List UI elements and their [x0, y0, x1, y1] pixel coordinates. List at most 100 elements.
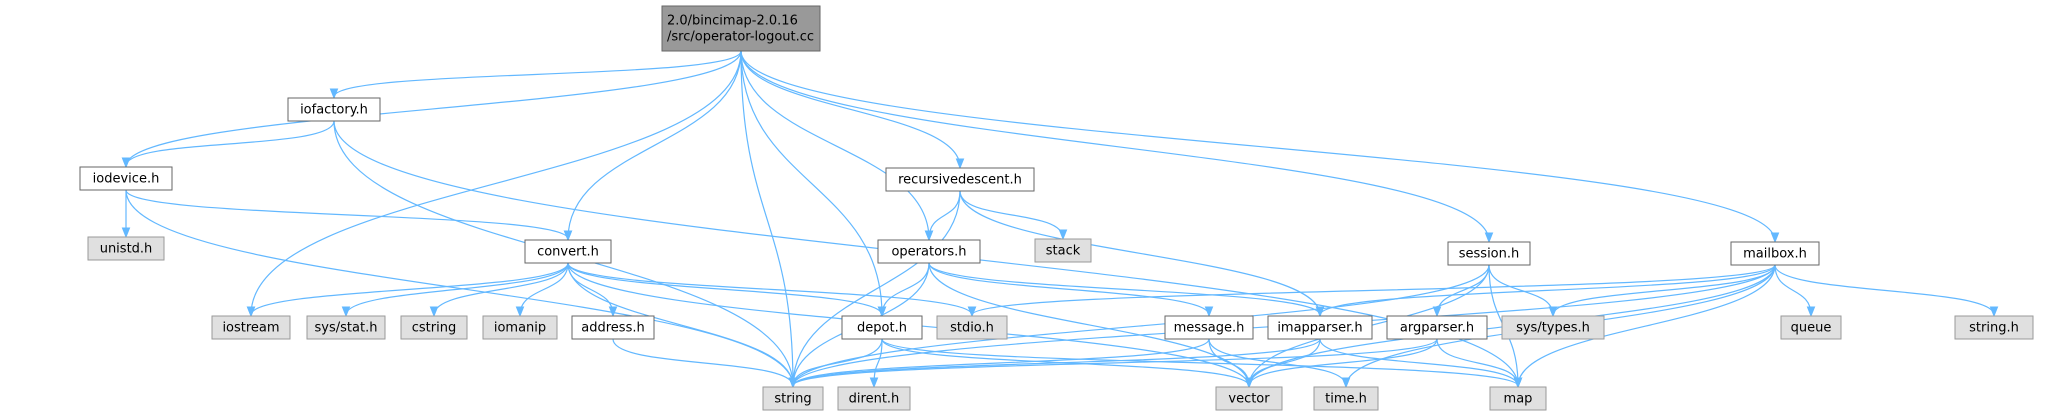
edge-mailbox-to-queue [1774, 264, 1811, 315]
edge-message-to-vector [1208, 338, 1249, 386]
node-box-stdio [936, 315, 1008, 340]
edge-convert-to-iomanip [520, 262, 569, 315]
node-label-string: string [774, 392, 811, 407]
node-box-operators [877, 239, 981, 264]
edge-root-to-iostream [251, 50, 742, 315]
edge-mailbox-to-stdio [972, 264, 1776, 315]
node-box-dirent [837, 386, 911, 411]
node-recursivedescent[interactable]: recursivedescent.h [885, 167, 1035, 192]
node-box-imapparser [1267, 315, 1373, 340]
node-box-argparser [1386, 315, 1488, 340]
node-box-iostream [211, 315, 291, 340]
node-timeh: time.h [1313, 386, 1379, 411]
edge-imapparser-to-string [793, 338, 1321, 386]
edge-iodevice-to-string [125, 189, 793, 386]
node-box-address [571, 315, 655, 340]
edge-root-to-iodevice [126, 50, 742, 166]
node-box-string [762, 386, 824, 411]
edge-depot-to-map [881, 338, 1518, 386]
edge-session-to-argparser [1437, 264, 1490, 315]
node-operators[interactable]: operators.h [877, 239, 981, 264]
node-label-iodevice: iodevice.h [93, 172, 160, 187]
node-label-unistd: unistd.h [100, 242, 153, 257]
edge-mailbox-to-stringh [1774, 264, 1994, 315]
node-box-iomanip [482, 315, 558, 340]
node-argparser[interactable]: argparser.h [1386, 315, 1488, 340]
node-label-operators: operators.h [891, 245, 966, 260]
edge-root-to-string [740, 50, 793, 386]
edge-convert-to-stdio [567, 262, 972, 315]
node-label-depot: depot.h [857, 321, 907, 336]
edge-recursivedescent-to-imapparser [959, 190, 1320, 315]
node-box-convert [524, 239, 612, 264]
node-label-cstring: cstring [412, 321, 456, 336]
node-box-stack [1034, 238, 1092, 263]
node-iofactory[interactable]: iofactory.h [287, 97, 381, 122]
node-stack: stack [1034, 238, 1092, 263]
node-box-sysstat [306, 315, 386, 340]
node-message[interactable]: message.h [1164, 315, 1254, 340]
edge-iodevice-to-convert [125, 189, 568, 239]
edge-address-to-string [612, 338, 793, 386]
node-label-sysstat: sys/stat.h [315, 321, 378, 336]
edge-operators-to-imapparser [928, 262, 1320, 315]
edge-convert-to-address [567, 262, 613, 315]
edge-root-to-recursivedescent [740, 50, 960, 167]
node-session[interactable]: session.h [1447, 241, 1531, 266]
node-stdio: stdio.h [936, 315, 1008, 340]
node-label-session: session.h [1459, 247, 1520, 262]
node-systypes: sys/types.h [1501, 315, 1605, 340]
node-box-iofactory [287, 97, 381, 122]
edge-iofactory-to-iodevice [126, 120, 335, 166]
node-box-mailbox [1730, 241, 1820, 266]
node-box-depot [841, 315, 923, 340]
edge-root-to-convert [568, 50, 742, 239]
edge-root-to-iofactory [334, 50, 742, 97]
edge-operators-to-message [928, 262, 1209, 315]
node-label-stdio: stdio.h [950, 321, 994, 336]
node-label-queue: queue [1791, 321, 1832, 336]
node-iomanip: iomanip [482, 315, 558, 340]
edge-root-to-session [740, 50, 1489, 241]
edge-recursivedescent-to-stack [959, 190, 1063, 238]
node-box-systypes [1501, 315, 1605, 340]
node-label-iostream: iostream [222, 321, 279, 336]
node-mailbox[interactable]: mailbox.h [1730, 241, 1820, 266]
node-box-queue [1780, 315, 1842, 340]
edge-convert-to-sysstat [346, 262, 569, 315]
node-box-cstring [400, 315, 468, 340]
node-box-message [1164, 315, 1254, 340]
nodes-layer: 2.0/bincimap-2.0.16/src/operator-logout.… [79, 5, 2034, 411]
node-iostream: iostream [211, 315, 291, 340]
node-box-unistd [87, 236, 165, 261]
node-string: string [762, 386, 824, 411]
node-cstring: cstring [400, 315, 468, 340]
node-label-timeh: time.h [1325, 392, 1367, 407]
node-label-address: address.h [581, 321, 644, 336]
node-label-systypes: sys/types.h [1516, 321, 1590, 336]
node-label-imapparser: imapparser.h [1277, 321, 1362, 336]
node-label-map: map [1504, 392, 1533, 407]
edge-message-to-string [793, 338, 1210, 386]
node-depot[interactable]: depot.h [841, 315, 923, 340]
node-label-iofactory: iofactory.h [300, 103, 368, 118]
node-box-stringh [1954, 315, 2034, 340]
node-address[interactable]: address.h [571, 315, 655, 340]
edge-operators-to-depot [882, 262, 930, 315]
node-root[interactable]: 2.0/bincimap-2.0.16/src/operator-logout.… [661, 5, 821, 52]
edge-argparser-to-map [1436, 338, 1518, 386]
node-box-session [1447, 241, 1531, 266]
edge-convert-to-cstring [434, 262, 569, 315]
edge-imapparser-to-map [1319, 338, 1518, 386]
edge-convert-to-depot [567, 262, 882, 315]
node-vector: vector [1215, 386, 1283, 411]
edge-mailbox-to-imapparser [1320, 264, 1776, 315]
node-label-mailbox: mailbox.h [1743, 247, 1807, 262]
node-imapparser[interactable]: imapparser.h [1267, 315, 1373, 340]
node-label-root: 2.0/bincimap-2.0.16 [667, 14, 798, 29]
edge-mailbox-to-systypes [1553, 264, 1776, 315]
node-label-stack: stack [1046, 244, 1081, 259]
node-iodevice[interactable]: iodevice.h [79, 166, 173, 191]
node-convert[interactable]: convert.h [524, 239, 612, 264]
